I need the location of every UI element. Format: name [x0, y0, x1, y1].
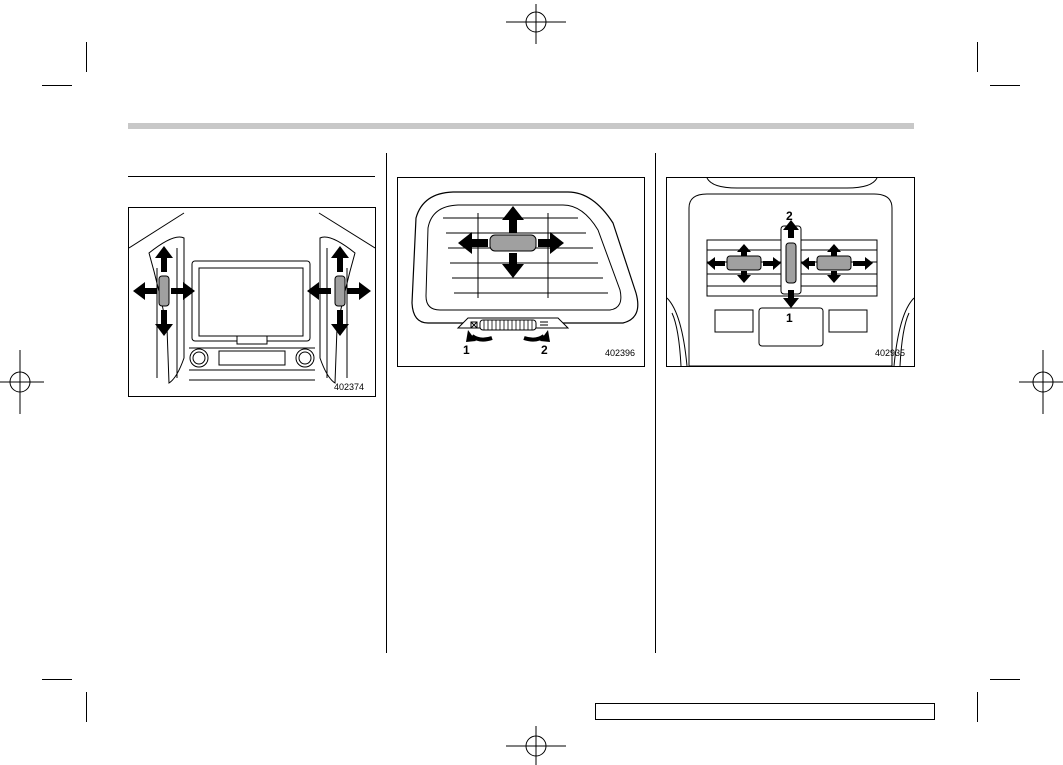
figure-id-label: 402396 [605, 348, 636, 358]
registration-mark-left [0, 350, 44, 414]
callout-1: 1 [786, 311, 793, 325]
figure-id-label: 402935 [875, 348, 906, 358]
callout-2: 2 [786, 209, 793, 223]
rear-vent-illustration [667, 178, 914, 366]
crop-mark-bottom-left-h [42, 679, 72, 680]
footer-page-box [595, 703, 935, 720]
callout-1: 1 [463, 343, 470, 357]
crop-mark-top-left-h [42, 85, 72, 86]
crop-mark-top-right-h [990, 85, 1020, 86]
figure-rear-vent: 2 1 402935 [666, 177, 915, 367]
crop-mark-bottom-left-v [86, 692, 87, 722]
crop-mark-top-right-v [977, 42, 978, 72]
registration-mark-top [506, 4, 566, 44]
crop-mark-bottom-right-v [977, 692, 978, 722]
crop-mark-top-left-v [86, 42, 87, 72]
callout-2: 2 [541, 343, 548, 357]
figure-front-vents: 402374 [128, 207, 376, 397]
side-vent-illustration [411, 191, 639, 342]
crop-mark-bottom-right-h [990, 679, 1020, 680]
front-vents-illustration [129, 212, 375, 384]
figure-side-vent: 1 2 402396 [397, 177, 645, 367]
section-heading-rule [128, 176, 375, 177]
column-divider-right [655, 153, 656, 653]
registration-mark-bottom [506, 726, 566, 765]
figure-id-label: 402374 [334, 382, 365, 392]
registration-mark-right [1019, 350, 1063, 414]
column-divider-left [386, 153, 387, 653]
header-bar [128, 123, 914, 129]
